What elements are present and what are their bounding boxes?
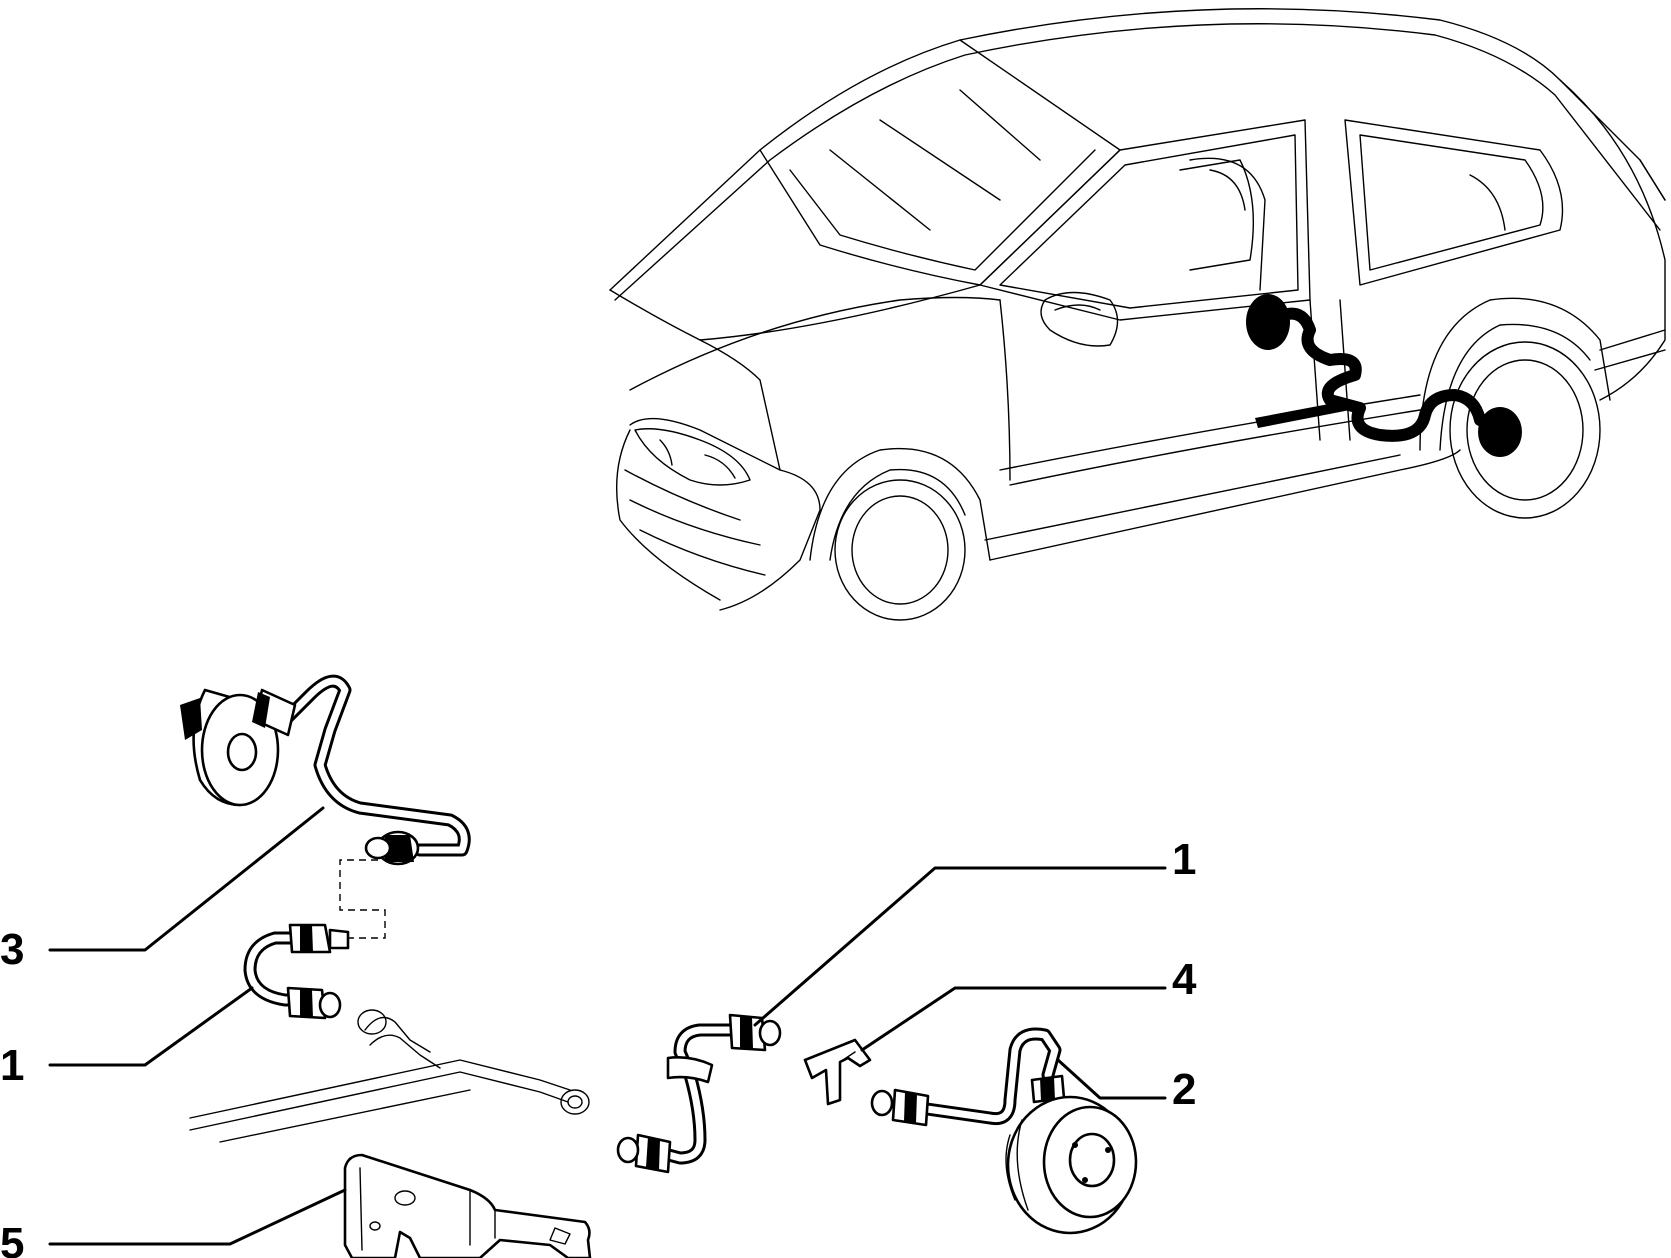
car-illustration: [609, 8, 1666, 621]
connection-dashed-line: [339, 859, 386, 939]
callout-5: 5: [0, 1219, 24, 1258]
part-4-clip: [803, 1038, 872, 1106]
part-1-left-flexible-hose: [243, 923, 350, 1020]
leader-line-2: [1056, 1058, 1167, 1100]
callout-3: 3: [0, 925, 24, 974]
leader-line-5: [48, 1188, 347, 1246]
part-5-bracket: [343, 1153, 592, 1258]
leader-lines: [48, 806, 1167, 1246]
leader-line-1-left: [48, 986, 254, 1067]
callout-labels: 3 1 5 1 4 2: [0, 835, 1197, 1258]
callout-4: 4: [1172, 955, 1197, 1004]
callout-1-right: 1: [1172, 835, 1196, 884]
rigid-pipe-run: [189, 1009, 590, 1143]
leader-line-3: [48, 806, 325, 952]
part-1-right-flexible-hose: [616, 1013, 782, 1174]
part-3-rear-brake-pipe: [180, 674, 471, 866]
callout-1-left: 1: [0, 1041, 24, 1090]
part-2-rear-pipe-with-drum: [870, 1027, 1138, 1235]
callout-2: 2: [1172, 1065, 1196, 1114]
leader-line-1-right: [753, 866, 1167, 1027]
leader-line-4: [860, 986, 1167, 1052]
